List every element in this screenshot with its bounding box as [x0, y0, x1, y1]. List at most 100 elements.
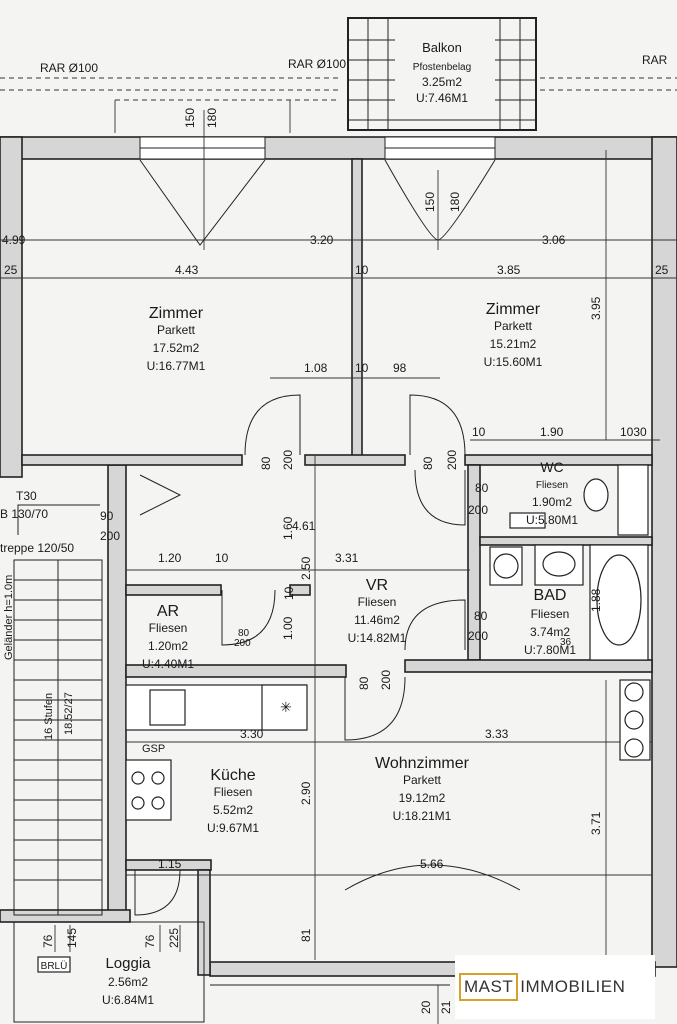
dim-label: 225: [167, 928, 181, 948]
room-floor: Fliesen: [531, 607, 570, 621]
room-name: Zimmer: [486, 301, 541, 318]
top-windows: [139, 136, 496, 160]
dim-label: 25: [655, 263, 669, 277]
dim-label: 200: [445, 450, 459, 470]
dim-label: 1.20: [158, 551, 182, 565]
room-name: BAD: [534, 587, 567, 604]
vent-label-2: RAR Ø100: [288, 57, 346, 71]
room-area: 3.25m2: [422, 75, 462, 89]
logo-immobilien: IMMOBILIEN: [520, 977, 626, 996]
dim-label: 3.30: [240, 727, 264, 741]
room-perimeter: U:4.40M1: [142, 657, 194, 671]
dim-label: 76: [143, 934, 157, 948]
dim-label: 1.60: [281, 516, 295, 540]
room-area: 5.52m2: [213, 803, 253, 817]
dim-label: 1.00: [281, 616, 295, 640]
room-vr: VR Fliesen 11.46m2 U:14.82M1: [348, 577, 407, 645]
dim-label: 20: [419, 1000, 433, 1014]
room-name: VR: [366, 577, 388, 594]
loggia-area: [13, 921, 450, 1024]
dim-label: 10: [215, 551, 229, 565]
dim-label: 3.33: [485, 727, 509, 741]
dim-label: 5.66: [420, 857, 444, 871]
room-zimmer-1: Zimmer Parkett 17.52m2 U:16.77M1: [147, 305, 206, 373]
dim-label: 200: [234, 638, 251, 649]
interior-walls: [0, 158, 653, 976]
dim-label: 80: [474, 609, 488, 623]
dimension-labels: 4.99 3.20 3.06 25 25 4.43 10 3.85 3.95 1…: [2, 108, 669, 1014]
dim-label: 200: [468, 629, 488, 643]
dim-label: 80: [357, 676, 371, 690]
dim-label: 3.95: [589, 296, 603, 320]
dim-label: 76: [41, 934, 55, 948]
dim-label: 2.90: [299, 781, 313, 805]
stair-labels: T30 B 130/70 treppe 120/50 Geländer h=1.…: [0, 489, 75, 740]
dim-label: 1.15: [158, 857, 182, 871]
room-name: WC: [540, 459, 563, 475]
vent-label-3: RAR: [642, 53, 668, 67]
doors: [134, 159, 521, 916]
dim-label: 1.88: [589, 588, 603, 612]
room-floor: Parkett: [403, 773, 442, 787]
dim-label: 4.43: [175, 263, 199, 277]
room-perimeter: U:7.80M1: [524, 643, 576, 657]
staircase: [13, 504, 103, 916]
room-name: Balkon: [422, 40, 462, 55]
room-balkon: Balkon Pfostenbelag 3.25m2 U:7.46M1: [413, 40, 471, 105]
room-bad: BAD Fliesen 3.74m2 U:7.80M1: [524, 587, 576, 657]
dim-label: 180: [205, 108, 219, 128]
room-perimeter: U:7.46M1: [416, 91, 468, 105]
room-perimeter: U:9.67M1: [207, 821, 259, 835]
room-perimeter: U:14.82M1: [348, 631, 407, 645]
room-floor: Fliesen: [214, 785, 253, 799]
room-name: AR: [157, 603, 179, 620]
room-perimeter: U:15.60M1: [484, 355, 543, 369]
dim-label: 80: [238, 628, 250, 639]
dim-label: 2.50: [299, 556, 313, 580]
room-area: 2.56m2: [108, 975, 148, 989]
dim-label: 3.06: [542, 233, 566, 247]
dim-label: 150: [183, 108, 197, 128]
room-area: 15.21m2: [490, 337, 537, 351]
dim-label: 80: [475, 481, 489, 495]
svg-text:✳: ✳: [280, 699, 292, 715]
room-perimeter: U:16.77M1: [147, 359, 206, 373]
dim-label: 1.90: [540, 425, 564, 439]
fixtures: ✳: [125, 464, 651, 821]
room-name: Zimmer: [149, 305, 204, 322]
dim-label: 200: [468, 503, 488, 517]
room-kueche: Küche Fliesen 5.52m2 U:9.67M1: [207, 767, 259, 835]
dim-label: 80: [421, 456, 435, 470]
room-area: 11.46m2: [354, 613, 400, 627]
stair-stufen: 16 Stufen: [43, 693, 55, 740]
room-floor: Parkett: [494, 319, 533, 333]
dim-label: 4.99: [2, 233, 26, 247]
balcony: [347, 17, 537, 131]
stair-b-size: B 130/70: [0, 507, 48, 521]
dim-label: 98: [393, 361, 407, 375]
dim-label: 10: [282, 586, 296, 600]
room-floor: Fliesen: [536, 480, 568, 491]
dim-label: 145: [65, 928, 79, 948]
brl-label: BRLÜ: [41, 960, 68, 972]
room-wohnzimmer: Wohnzimmer Parkett 19.12m2 U:18.21M1: [375, 755, 470, 823]
dim-label: 3.71: [589, 811, 603, 835]
room-name: Wohnzimmer: [375, 755, 470, 772]
dim-label: 200: [100, 529, 120, 543]
dim-label: 1.08: [304, 361, 328, 375]
dim-label: 90: [100, 509, 114, 523]
room-perimeter: U:18.21M1: [393, 809, 452, 823]
dim-label: 3.85: [497, 263, 521, 277]
logo-mast: MAST: [459, 973, 519, 1001]
room-zimmer-2: Zimmer Parkett 15.21m2 U:15.60M1: [484, 301, 543, 369]
stair-ratio: 18.52/27: [63, 692, 75, 735]
dim-label: 180: [448, 192, 462, 212]
top-dimension-line: [0, 77, 677, 133]
stair-t30: T30: [16, 489, 37, 503]
room-area: 1.90m2: [532, 495, 572, 509]
dim-label: 1030: [620, 425, 647, 439]
room-perimeter: U:5.80M1: [526, 513, 578, 527]
dim-label: 150: [423, 192, 437, 212]
room-area: 1.20m2: [148, 639, 188, 653]
room-floor: Parkett: [157, 323, 196, 337]
